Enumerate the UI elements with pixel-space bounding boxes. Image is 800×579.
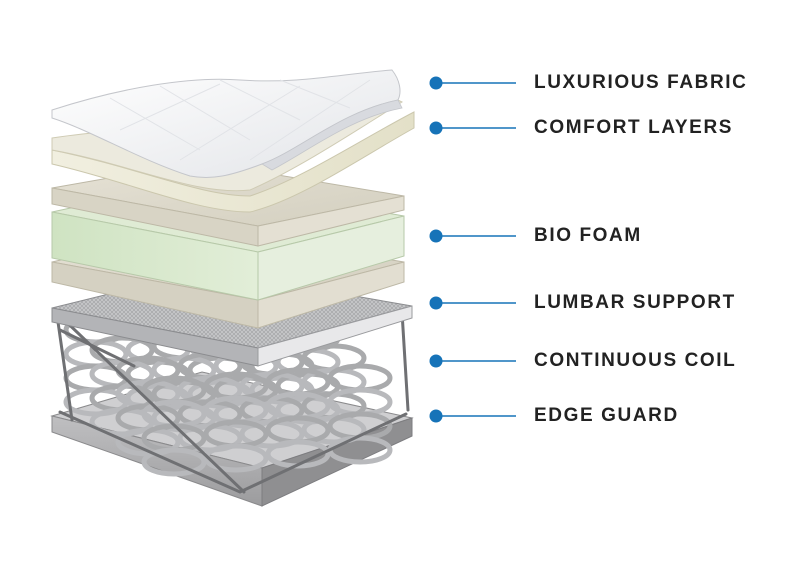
label-bio-foam: BIO FOAM [534, 225, 642, 246]
marker-dot-bio-foam [429, 229, 443, 243]
label-lumbar-support: LUMBAR SUPPORT [534, 292, 736, 313]
label-comfort-layers: COMFORT LAYERS [534, 117, 734, 138]
label-continuous-coil: CONTINUOUS COIL [534, 350, 737, 371]
coil-ring [141, 447, 207, 477]
coil-frame-rods [54, 310, 410, 494]
marker-dot-continuous-coil [429, 354, 443, 368]
marker-dot-edge-guard [429, 409, 443, 423]
marker-dot-lumbar-support [429, 296, 443, 310]
marker-dot-luxurious-fabric [429, 76, 443, 90]
marker-dot-comfort-layers [429, 121, 443, 135]
callout-markers [429, 76, 516, 423]
label-edge-guard: EDGE GUARD [534, 405, 679, 426]
label-luxurious-fabric: LUXURIOUS FABRIC [534, 72, 748, 93]
luxurious-fabric-layer [51, 69, 403, 178]
coil-ring [203, 443, 269, 473]
